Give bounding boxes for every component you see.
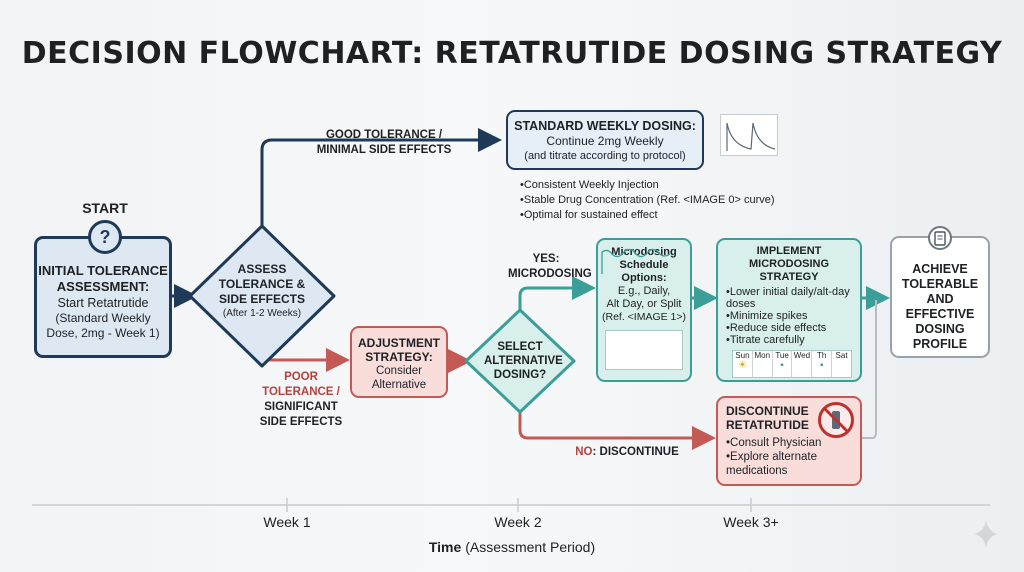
implement-microdosing-box: IMPLEMENT MICRODOSING STRATEGY Lower ini… — [716, 238, 862, 382]
no-discontinue-label: NO: DISCONTINUE — [572, 444, 682, 460]
schedule-line1: E.g., Daily, — [617, 285, 671, 297]
sun-icon: ☀ — [737, 360, 747, 371]
no-label-prefix: NO — [575, 446, 593, 458]
select-diamond — [464, 308, 576, 414]
poor-label-part2: TOLERANCE / — [262, 386, 340, 398]
assess-sub: (After 1-2 Weeks) — [222, 308, 302, 319]
assess-heading: ASSESS TOLERANCE & SIDE EFFECTS — [218, 262, 306, 306]
schedule-line3: (Ref. <IMAGE 1>) — [601, 311, 687, 323]
sparkle-icon — [974, 520, 998, 548]
assess-diamond — [188, 224, 336, 368]
implement-bullet: Titrate carefully — [726, 334, 860, 346]
timeline-tick-label: Week 1 — [263, 514, 311, 530]
axis-title-rest: (Assessment Period) — [465, 539, 596, 555]
yes-microdosing-label: YES: MICRODOSING — [508, 253, 592, 280]
calendar-day-label: Sun — [735, 351, 750, 360]
standard-bullets: Consistent Weekly Injection Stable Drug … — [520, 178, 800, 223]
calendar-day-label: Mon — [754, 351, 771, 360]
microdosing-schedule-box: Microdosing Schedule Options: E.g., Dail… — [596, 238, 692, 382]
discontinue-bullets: Consult Physician Explore alternate medi… — [726, 436, 860, 478]
question-icon: ? — [88, 220, 122, 254]
week-calendar: Sun☀ Mon Tue▪ Wed Th▪ Sat — [732, 350, 852, 378]
axis-title-bold: Time — [428, 539, 462, 555]
calendar-empty-cell — [753, 361, 772, 377]
standard-line1: Continue 2mg Weekly — [546, 134, 664, 148]
select-heading: SELECT ALTERNATIVE DOSING? — [484, 341, 563, 381]
standard-bullet: Consistent Weekly Injection — [520, 178, 800, 193]
prohibited-vial-icon — [823, 407, 849, 433]
weekly-curve-icon — [726, 122, 776, 151]
discontinue-bullet: Explore alternate medications — [726, 450, 860, 478]
calendar-day: Mon — [753, 351, 773, 377]
calendar-day: Tue▪ — [773, 351, 793, 377]
discontinue-bullet: Consult Physician — [726, 436, 860, 450]
connector-discontinue-to-achieve — [862, 300, 877, 439]
timeline-axis-title: Time (Assessment Period) — [362, 539, 662, 555]
page-title: DECISION FLOWCHART: RETATRUTIDE DOSING S… — [21, 36, 1003, 71]
calendar-day-label: Sat — [835, 351, 848, 360]
calendar-day: Sat — [832, 351, 851, 377]
microdosing-curve-icon — [601, 248, 671, 274]
schedule-line2: Alt Day, or Split — [606, 298, 682, 310]
arrow-select-to-schedule — [518, 276, 596, 312]
calendar-day: Th▪ — [812, 351, 833, 377]
start-label: START — [82, 200, 128, 216]
adjust-line1: Consider — [375, 365, 423, 377]
calendar-day-label: Tue — [775, 351, 789, 360]
adjust-line2: Alternative — [371, 379, 427, 391]
standard-bullet: Optimal for sustained effect — [520, 208, 800, 223]
calendar-day-label: Wed — [793, 351, 811, 360]
implement-bullet: Lower initial daily/alt-day doses — [726, 286, 860, 310]
initial-assessment-line2: (Standard Weekly Dose, 2mg - Week 1) — [46, 311, 160, 340]
discontinue-heading: DISCONTINUE RETATRUTIDE — [726, 404, 809, 432]
timeline-tick-label: Week 3+ — [723, 514, 779, 530]
arrow-assess-to-standard — [260, 128, 502, 226]
implement-bullets: Lower initial daily/alt-day doses Minimi… — [718, 286, 860, 346]
standard-bullet: Stable Drug Concentration (Ref. <IMAGE 0… — [520, 193, 800, 208]
poor-label-part1: POOR — [284, 371, 318, 383]
good-tolerance-label: GOOD TOLERANCE / MINIMAL SIDE EFFECTS — [316, 129, 452, 156]
calendar-day: Sun☀ — [733, 351, 753, 377]
poor-tolerance-label: POOR TOLERANCE / SIGNIFICANT SIDE EFFECT… — [252, 370, 350, 430]
achieve-box: ACHIEVE TOLERABLE AND EFFECTIVE DOSING P… — [890, 236, 990, 358]
no-medication-icon — [818, 402, 854, 438]
calendar-empty-cell — [832, 361, 851, 377]
microdosing-curve-thumbnail — [601, 248, 683, 370]
adjust-heading: ADJUSTMENT STRATEGY: — [357, 336, 440, 364]
syringe-icon: ▪ — [780, 360, 784, 371]
poor-label-part3: SIGNIFICANT SIDE EFFECTS — [259, 401, 343, 428]
timeline-tick-label: Week 2 — [494, 514, 542, 530]
calendar-day-label: Th — [817, 351, 827, 360]
arrow-select-to-discontinue — [518, 410, 716, 450]
clipboard-icon — [928, 226, 952, 250]
no-label-rest: : DISCONTINUE — [592, 446, 679, 458]
implement-bullet: Minimize spikes — [726, 310, 860, 322]
calendar-day: Wed — [792, 351, 813, 377]
initial-assessment-box: INITIAL TOLERANCE ASSESSMENT: Start Reta… — [34, 236, 172, 358]
standard-line2: (and titrate according to protocol) — [524, 150, 686, 162]
achieve-heading: ACHIEVE TOLERABLE AND EFFECTIVE DOSING P… — [901, 262, 979, 351]
clipboard-glyph — [934, 231, 946, 246]
initial-assessment-heading: INITIAL TOLERANCE ASSESSMENT: — [38, 263, 168, 294]
standard-heading: STANDARD WEEKLY DOSING: — [514, 119, 696, 133]
implement-heading: IMPLEMENT MICRODOSING STRATEGY — [748, 245, 830, 283]
implement-bullet: Reduce side effects — [726, 322, 860, 334]
adjustment-strategy-box: ADJUSTMENT STRATEGY: Consider Alternativ… — [350, 326, 448, 398]
weekly-curve-thumbnail — [720, 114, 778, 156]
calendar-empty-cell — [792, 361, 811, 377]
initial-assessment-line1: Start Retatrutide — [57, 296, 149, 310]
standard-dosing-box: STANDARD WEEKLY DOSING: Continue 2mg Wee… — [506, 110, 704, 170]
syringe-icon: ▪ — [819, 360, 824, 371]
